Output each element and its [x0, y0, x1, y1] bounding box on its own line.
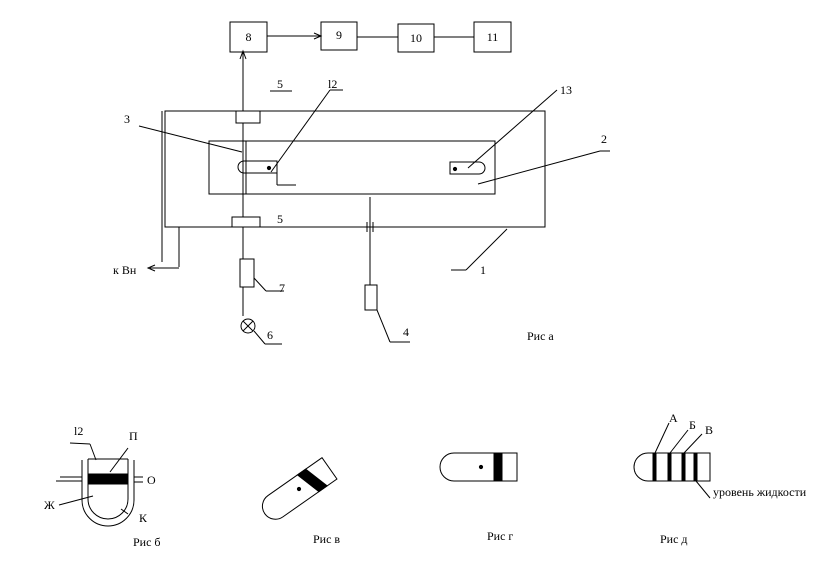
vessel-k-outer	[81, 460, 135, 527]
block-9-label: 9	[336, 28, 342, 42]
label-13: 13	[560, 83, 572, 97]
level-line-b	[667, 452, 672, 482]
label-5-bottom: 5	[277, 212, 283, 226]
level-line-v	[681, 452, 686, 482]
leader-1	[465, 228, 508, 271]
caption-fig-g: Рис г	[487, 529, 514, 543]
filter-7	[239, 258, 255, 288]
ampoule-tilted-body	[261, 457, 338, 520]
label-5-top: 5	[277, 77, 283, 91]
label-2: 2	[601, 132, 607, 146]
leader-12	[270, 89, 331, 173]
ampoule-horizontal-dot	[478, 464, 484, 470]
piston-p	[87, 473, 129, 485]
label-7: 7	[279, 281, 285, 295]
label-b-l2: l2	[74, 424, 84, 438]
label-6: 6	[267, 328, 273, 342]
leader-b-zh	[58, 495, 94, 506]
sensor-4	[364, 284, 378, 311]
label-b-p: П	[129, 429, 138, 443]
leader-13	[467, 89, 558, 169]
leader-d-b	[669, 429, 689, 454]
label-d-a: А	[669, 411, 678, 425]
ampoule-13-dot	[452, 166, 458, 172]
level-line-a	[652, 452, 657, 482]
label-3: 3	[124, 112, 130, 126]
vessel-k-inner	[87, 459, 129, 520]
arrow-head-8-9	[313, 32, 323, 40]
ampoule-horizontal-band	[493, 452, 503, 482]
ampoule-13	[449, 161, 486, 175]
caption-fig-v: Рис в	[313, 532, 341, 546]
label-d-v: В	[705, 423, 714, 437]
caption-fig-b: Рис б	[133, 535, 161, 549]
label-12: l2	[328, 77, 338, 91]
leader-7	[253, 277, 267, 292]
label-4: 4	[403, 325, 409, 339]
label-b-o: О	[147, 473, 156, 487]
leader-6	[253, 330, 266, 345]
leader-2	[477, 150, 601, 185]
label-b-k: К	[139, 511, 148, 525]
ampoule-tilted	[261, 457, 338, 520]
ampoule-12-dot	[266, 165, 272, 171]
chamber-1	[164, 110, 546, 228]
body-2	[208, 140, 496, 195]
leader-b-k	[120, 508, 129, 515]
label-k-vn: к Вн	[113, 263, 137, 277]
block-8-label: 8	[245, 30, 252, 44]
leader-3	[138, 125, 243, 153]
ampoule-horizontal	[439, 452, 518, 482]
label-d-b: Б	[689, 418, 696, 432]
leader-d-a	[654, 422, 670, 454]
label-d-level: уровень жидкости	[713, 485, 807, 499]
leader-4	[376, 309, 391, 343]
leader-d-v	[683, 433, 703, 454]
leader-d-level	[695, 480, 711, 499]
leader-b-p	[109, 447, 129, 473]
leader-b-l2	[69, 442, 91, 445]
caption-fig-d: Рис д	[660, 532, 688, 546]
pump-arrow-head	[146, 264, 156, 272]
beam-arrow-head	[239, 49, 247, 60]
block-11-label: 11	[486, 30, 499, 44]
level-line-level	[693, 452, 698, 482]
lamp-6-cross-2	[242, 320, 254, 332]
window-5-top	[235, 110, 261, 124]
ampoule-tilted-dot	[296, 486, 302, 492]
ampoule-tilted-band	[296, 468, 328, 493]
block-10	[397, 23, 435, 53]
ampoule-levels	[633, 452, 711, 482]
label-b-zh: Ж	[44, 498, 55, 512]
window-5-bottom	[231, 216, 261, 228]
caption-fig-a: Рис а	[527, 329, 554, 343]
leader-b-l2-2	[89, 443, 97, 461]
label-1: 1	[480, 263, 486, 277]
block-10-label: 10	[410, 31, 422, 45]
block-8	[229, 21, 268, 53]
